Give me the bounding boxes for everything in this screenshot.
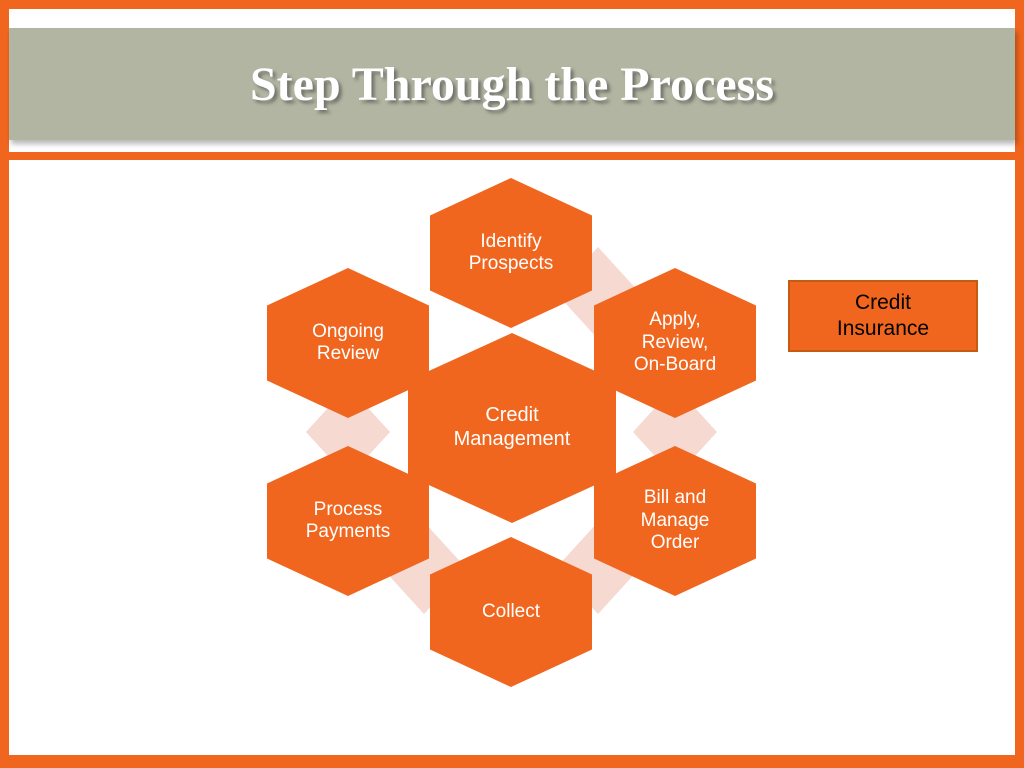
- slide-border-right: [1015, 0, 1024, 768]
- slide-border-top: [0, 0, 1024, 9]
- hex-process-payments: Process Payments: [267, 446, 429, 596]
- hex-identify-prospects: Identify Prospects: [430, 178, 592, 328]
- hex-label: Credit Management: [453, 404, 571, 450]
- connector-wedge: [633, 386, 717, 478]
- slide-border-bottom: [0, 755, 1024, 768]
- slide-border-left: [0, 0, 9, 768]
- accent-divider: [9, 152, 1015, 160]
- hex-label: Apply, Review, On-Board: [633, 309, 717, 376]
- hex-collect: Collect: [430, 537, 592, 687]
- hex-ongoing-review: Ongoing Review: [267, 268, 429, 418]
- connector-wedge: [306, 386, 390, 478]
- credit-insurance-box: Credit Insurance: [788, 280, 978, 352]
- hex-label: Identify Prospects: [468, 230, 554, 274]
- hex-label: Process Payments: [305, 498, 391, 542]
- slide-title: Step Through the Process: [249, 57, 775, 111]
- hex-bill-manage-order: Bill and Manage Order: [594, 446, 756, 596]
- hex-label: Ongoing Review: [312, 320, 384, 364]
- hex-label: Bill and Manage Order: [640, 487, 710, 554]
- credit-insurance-label: Credit Insurance: [836, 290, 930, 340]
- hex-label: Collect: [481, 600, 541, 622]
- title-banner: Step Through the Process: [9, 28, 1015, 140]
- hex-apply-review-onboard: Apply, Review, On-Board: [594, 268, 756, 418]
